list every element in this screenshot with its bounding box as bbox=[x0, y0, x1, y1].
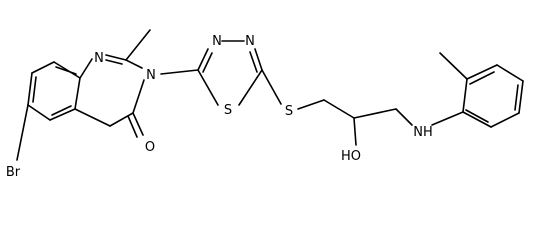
bond bbox=[105, 54, 127, 61]
atom-label-hydroxyl: HO bbox=[341, 149, 361, 164]
bond bbox=[132, 79, 145, 114]
bond bbox=[132, 112, 144, 136]
bond bbox=[261, 69, 282, 105]
bond bbox=[53, 61, 81, 79]
atom-label-n-thiadiazole-3: N bbox=[212, 34, 222, 49]
bond bbox=[490, 112, 520, 128]
atom-label-n1: N bbox=[94, 51, 104, 66]
bond bbox=[16, 104, 29, 161]
bond bbox=[462, 111, 492, 128]
atom-label-n3: N bbox=[146, 68, 156, 83]
bond bbox=[469, 71, 495, 85]
bond bbox=[323, 99, 355, 119]
atom-label-amine: NH bbox=[413, 125, 433, 140]
bond bbox=[51, 105, 72, 116]
bond bbox=[466, 64, 498, 80]
bond bbox=[125, 59, 143, 69]
bond bbox=[249, 51, 258, 73]
bond bbox=[125, 29, 151, 61]
bond bbox=[439, 52, 468, 80]
bond bbox=[160, 69, 199, 75]
bond bbox=[353, 108, 397, 119]
molecule-structure: N N O Br N N S S HO NH bbox=[6, 29, 524, 180]
bond bbox=[462, 78, 468, 113]
bond bbox=[297, 99, 325, 110]
atom-label-n-thiadiazole-4: N bbox=[245, 34, 255, 49]
atom-label-br: Br bbox=[6, 165, 21, 180]
bond bbox=[197, 69, 219, 106]
bond bbox=[254, 48, 263, 71]
bond bbox=[202, 52, 213, 73]
bond bbox=[238, 69, 263, 106]
bond bbox=[74, 108, 111, 127]
bond bbox=[109, 112, 134, 127]
bond bbox=[465, 109, 489, 123]
bond bbox=[27, 104, 51, 121]
bond bbox=[197, 48, 209, 71]
bond bbox=[431, 111, 464, 126]
bond bbox=[27, 72, 33, 106]
atom-labels: N N O Br N N S S HO NH bbox=[6, 34, 433, 180]
bond bbox=[49, 108, 76, 121]
bond bbox=[514, 84, 519, 111]
bond bbox=[79, 58, 93, 79]
bond bbox=[518, 80, 524, 114]
atom-label-o4: O bbox=[145, 140, 155, 155]
bonds bbox=[16, 29, 524, 161]
bond bbox=[353, 117, 357, 146]
bond bbox=[55, 66, 77, 75]
atom-label-s-thiadiazole: S bbox=[224, 103, 232, 118]
bond bbox=[74, 77, 81, 110]
bond bbox=[395, 108, 413, 126]
atom-label-s-thioether: S bbox=[285, 104, 293, 119]
bond bbox=[31, 61, 55, 74]
bond bbox=[105, 59, 123, 65]
bond bbox=[32, 76, 37, 103]
bond bbox=[127, 115, 138, 138]
bond bbox=[496, 64, 524, 82]
